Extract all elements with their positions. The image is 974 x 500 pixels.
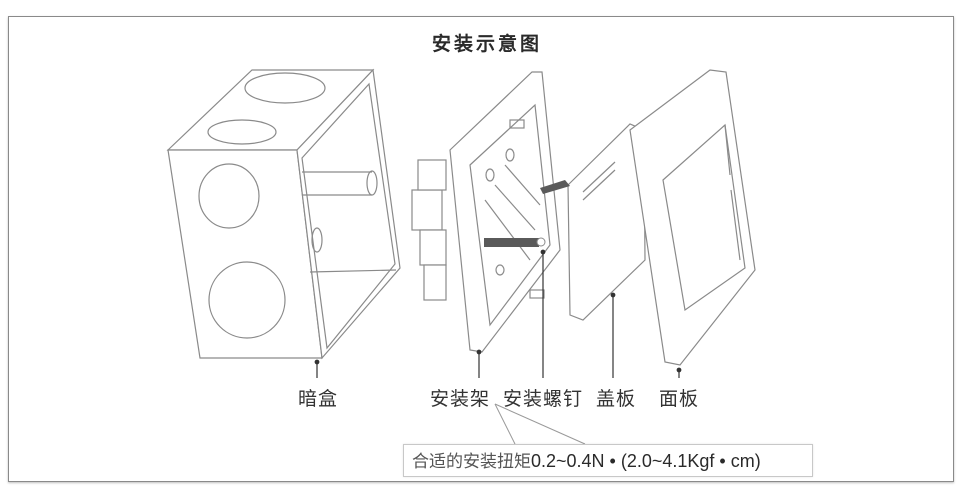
- label-cover-plate: 盖板: [596, 388, 637, 410]
- label-mounting-frame: 安装架: [430, 388, 491, 410]
- torque-callout: 合适的安装扭矩0.2~0.4N • (2.0~4.1Kgf • cm): [403, 444, 813, 477]
- face-panel-illustration: [629, 69, 756, 366]
- mounting-frame-illustration: [411, 71, 561, 353]
- label-face-panel: 面板: [659, 388, 700, 410]
- cover-plate-illustration: [567, 123, 646, 321]
- torque-value: 0.2~0.4N • (2.0~4.1Kgf • cm): [531, 451, 761, 471]
- back-box-illustration: [166, 68, 401, 360]
- torque-label: 合适的安装扭矩: [412, 452, 531, 472]
- label-mounting-screw: 安装螺钉: [503, 388, 584, 410]
- label-back-box: 暗盒: [298, 388, 339, 410]
- screw-illustration: [484, 180, 570, 247]
- diagram-title: 安装示意图: [431, 33, 542, 55]
